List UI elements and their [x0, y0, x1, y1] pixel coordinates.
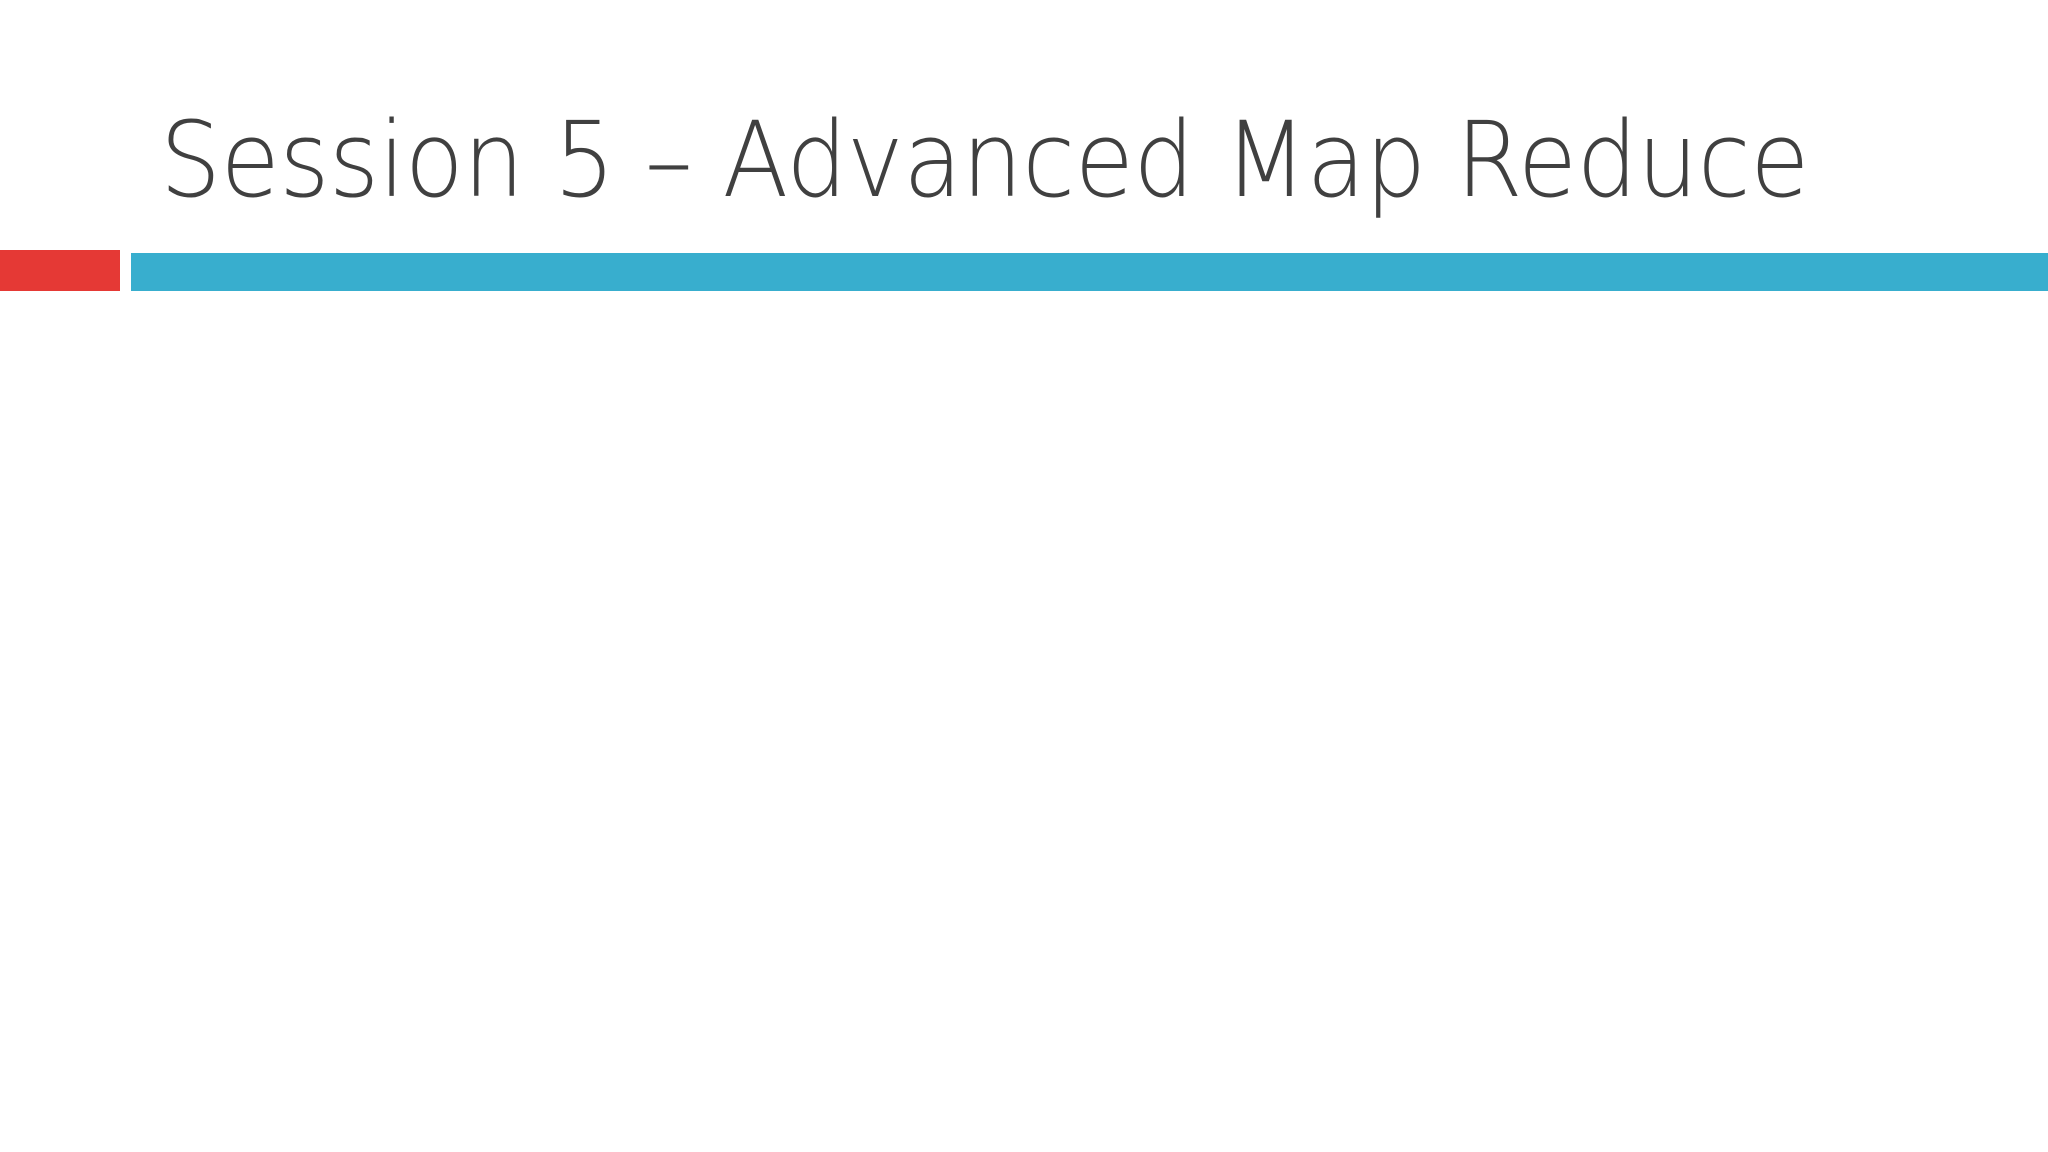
- title-divider: [0, 249, 2048, 293]
- accent-bar-red: [0, 250, 120, 291]
- page-title: Session 5 – Advanced Map Reduce: [160, 99, 1809, 221]
- content-placeholder[interactable]: [0, 293, 2048, 1152]
- accent-bar-blue: [131, 253, 2048, 291]
- title-placeholder[interactable]: Session 5 – Advanced Map Reduce: [0, 0, 2048, 250]
